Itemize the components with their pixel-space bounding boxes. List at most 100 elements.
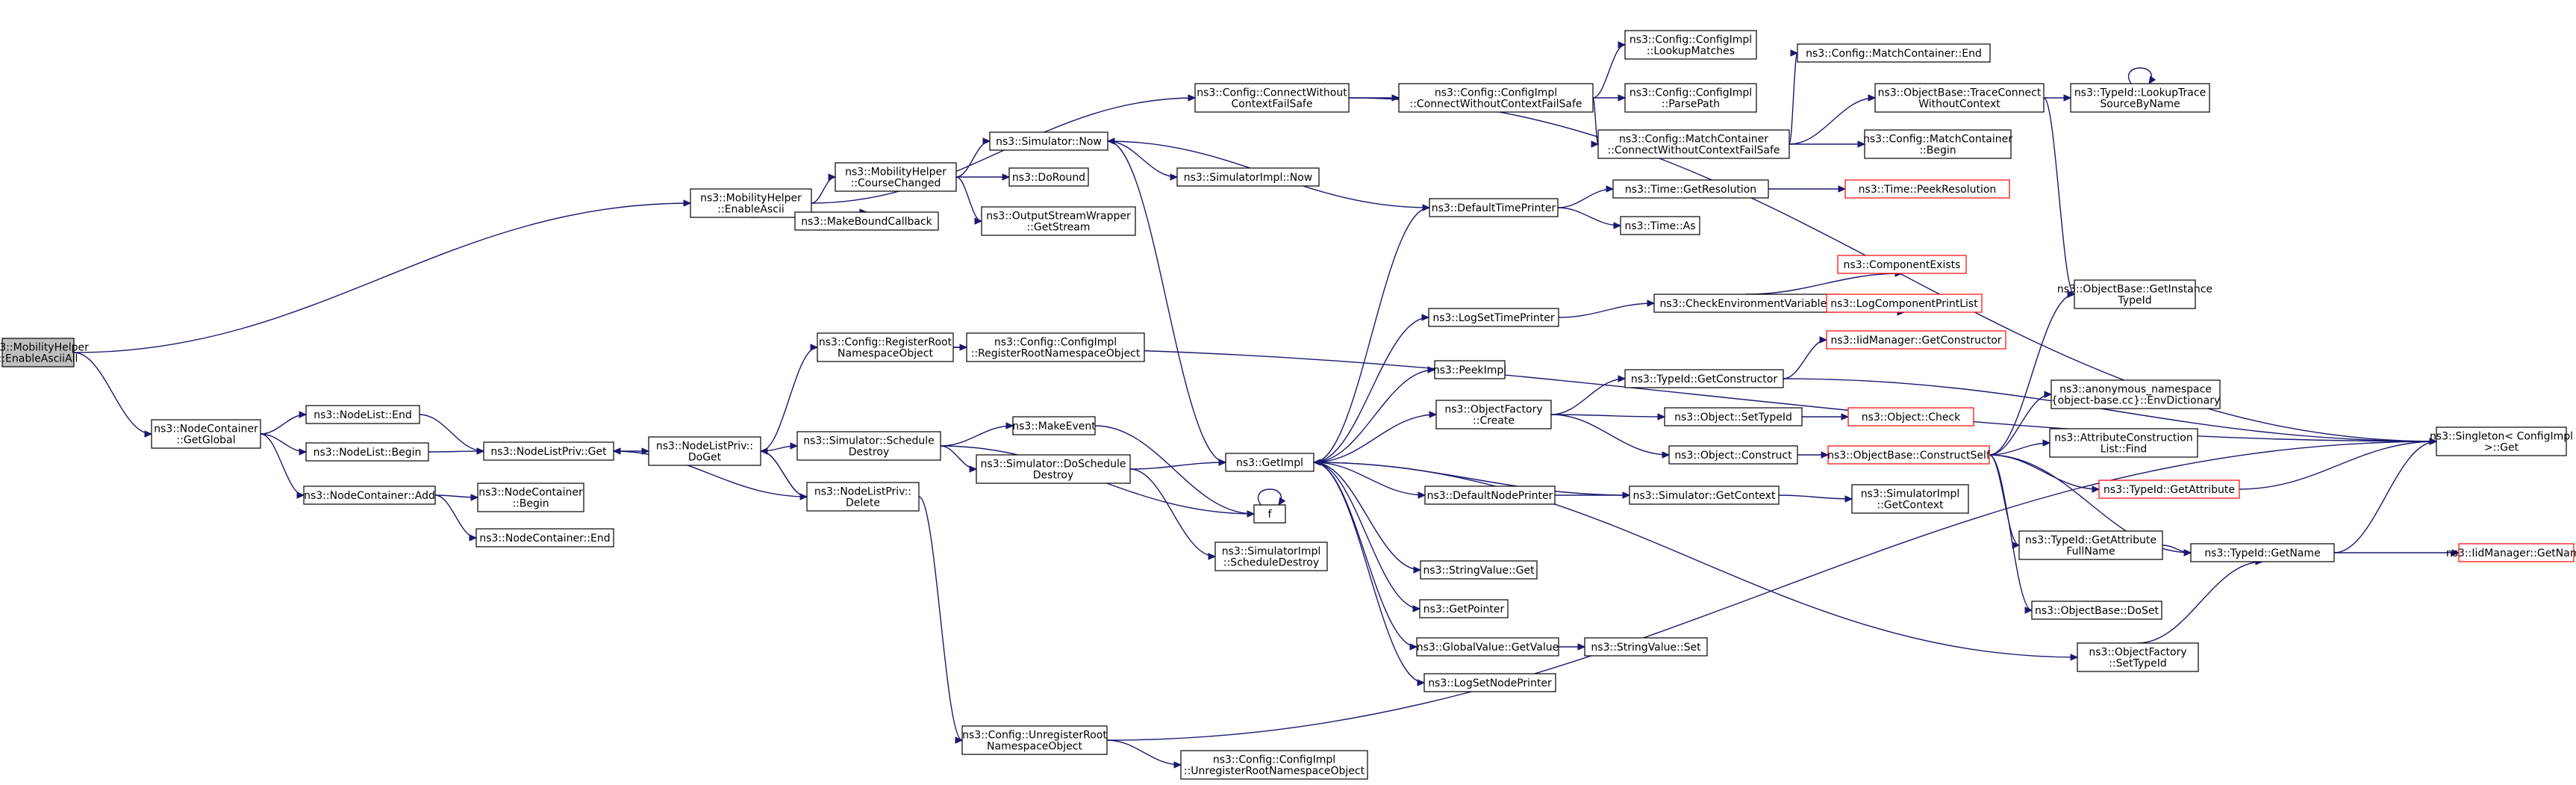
node-cfgimpl-registerroot[interactable]: ns3::Config::ConfigImpl::RegisterRootNam…	[966, 332, 1145, 362]
node-label: ns3::GetImpl	[1236, 457, 1303, 469]
node-label: ns3::Config::ConfigImpl	[1630, 34, 1752, 46]
node-label: ns3::Config::MatchContainer::End	[1806, 48, 1982, 60]
node-label: ::ConnectWithoutContextFailSafe	[1607, 145, 1780, 157]
node-parsepath[interactable]: ns3::Config::ConfigImpl::ParsePath	[1624, 83, 1757, 113]
node-peekimpl[interactable]: ns3::PeekImpl	[1433, 360, 1506, 379]
node-label: ns3::StringValue::Get	[1423, 565, 1535, 577]
node-logsetnodeprinter[interactable]: ns3::LogSetNodePrinter	[1423, 673, 1556, 692]
node-sim-now[interactable]: ns3::Simulator::Now	[989, 131, 1108, 151]
node-ob-tcwc[interactable]: ns3::ObjectBase::TraceConnectWithoutCont…	[1874, 83, 2045, 113]
call-edge	[1789, 140, 1866, 148]
node-simimpl-getcontext[interactable]: ns3::SimulatorImpl::GetContext	[1851, 484, 1969, 514]
node-mc-begin[interactable]: ns3::Config::MatchContainer::Begin	[1863, 129, 2012, 159]
node-defaultnodeprinter[interactable]: ns3::DefaultNodePrinter	[1424, 485, 1556, 505]
node-connect-wcfs[interactable]: ns3::Config::ConnectWithoutContextFailSa…	[1194, 83, 1350, 113]
node-cfgimpl-cwcfs[interactable]: ns3::Config::ConfigImpl::ConnectWithoutC…	[1398, 83, 1594, 113]
call-edge	[1558, 300, 1656, 318]
node-cfgimpl-unregisterroot[interactable]: ns3::Config::ConfigImpl::UnregisterRootN…	[1180, 750, 1368, 780]
node-label: ns3::NodeList::Begin	[314, 447, 422, 459]
node-label: ns3::ObjectBase::DoSet	[2035, 605, 2159, 617]
node-compexists[interactable]: ns3::ComponentExists	[1837, 255, 1967, 274]
call-edge	[260, 433, 308, 456]
node-obj-check[interactable]: ns3::Object::Check	[1847, 407, 1974, 426]
node-stringvalue-set[interactable]: ns3::StringValue::Set	[1584, 637, 1708, 657]
node-simimpl-scheduledestroy[interactable]: ns3::SimulatorImpl::ScheduleDestroy	[1214, 542, 1328, 571]
node-nlpriv-get[interactable]: ns3::NodeListPriv::Get	[483, 441, 614, 461]
node-ob-doset[interactable]: ns3::ObjectBase::DoSet	[2031, 601, 2162, 620]
node-nodelist-end[interactable]: ns3::NodeList::End	[305, 405, 420, 424]
node-nlpriv-delete[interactable]: ns3::NodeListPriv::Delete	[806, 482, 920, 512]
node-nc-getglobal[interactable]: ns3::NodeContainer::GetGlobal	[151, 419, 261, 449]
node-label: ns3::Simulator::GetContext	[1632, 490, 1776, 502]
node-typeid-getname[interactable]: ns3::TypeId::GetName	[2190, 543, 2335, 562]
node-objfactory-create[interactable]: ns3::ObjectFactory::Create	[1435, 400, 1552, 429]
node-cfg-registerroot[interactable]: ns3::Config::RegisterRootNamespaceObject	[817, 332, 954, 362]
node-lookupmatches[interactable]: ns3::Config::ConfigImpl::LookupMatches	[1624, 30, 1757, 60]
node-label: ::Begin	[1919, 145, 1956, 157]
node-obj-construct[interactable]: ns3::Object::Construct	[1668, 445, 1798, 465]
node-makeboundcb[interactable]: ns3::MakeBoundCallback	[794, 211, 939, 231]
node-doround[interactable]: ns3::DoRound	[1008, 167, 1089, 187]
node-getimpl[interactable]: ns3::GetImpl	[1225, 453, 1314, 472]
call-edge	[612, 447, 808, 497]
node-singleton-get[interactable]: ns3::Singleton< ConfigImpl>::Get	[2430, 426, 2573, 456]
node-sim-getcontext[interactable]: ns3::Simulator::GetContext	[1629, 485, 1780, 505]
node-getpointer[interactable]: ns3::GetPointer	[1419, 599, 1509, 618]
node-f[interactable]: f	[1253, 504, 1286, 524]
node-root[interactable]: ns3::MobilityHelper::EnableAsciiAll	[0, 338, 89, 367]
node-label: ns3::NodeContainer::End	[479, 533, 610, 544]
node-time-peekres[interactable]: ns3::Time::PeekResolution	[1844, 179, 2010, 199]
node-time-getres[interactable]: ns3::Time::GetResolution	[1612, 179, 1769, 199]
node-nc-end[interactable]: ns3::NodeContainer::End	[475, 528, 614, 547]
node-label: FullName	[2066, 546, 2115, 558]
call-edge	[260, 411, 308, 435]
node-typeid-getconstructor[interactable]: ns3::TypeId::GetConstructor	[1624, 369, 1784, 388]
node-nc-begin[interactable]: ns3::NodeContainer::Begin	[477, 483, 584, 512]
node-makeevent[interactable]: ns3::MakeEvent	[1012, 416, 1096, 435]
node-logsettimeprinter[interactable]: ns3::LogSetTimePrinter	[1428, 308, 1559, 327]
node-oswgetstream[interactable]: ns3::OutputStreamWrapper::GetStream	[981, 206, 1136, 236]
node-obj-settypeid[interactable]: ns3::Object::SetTypeId	[1664, 407, 1803, 426]
node-iidm-getconstructor[interactable]: ns3::IidManager::GetConstructor	[1826, 330, 2006, 350]
node-label: ns3::PeekImpl	[1433, 364, 1506, 376]
node-coursechanged[interactable]: ns3::MobilityHelper::CourseChanged	[835, 162, 957, 192]
node-envdict[interactable]: ns3::anonymous_namespace{object-base.cc}…	[2050, 379, 2221, 409]
node-label: ::CourseChanged	[851, 178, 941, 190]
node-cfg-unregisterroot[interactable]: ns3::Config::UnregisterRootNamespaceObje…	[961, 725, 1108, 755]
node-globalvalue-getvalue[interactable]: ns3::GlobalValue::GetValue	[1416, 637, 1559, 657]
call-edge	[2043, 97, 2076, 298]
node-label: ns3::Simulator::Schedule	[803, 435, 935, 447]
node-label: ::Begin	[512, 498, 549, 510]
node-nlpriv-doget[interactable]: ns3::NodeListPriv::DoGet	[648, 436, 761, 466]
node-iidm-getname[interactable]: ns3::IidManager::GetName	[2446, 543, 2576, 562]
call-edge	[1313, 462, 1418, 651]
node-typeid-getattribute[interactable]: ns3::TypeId::GetAttribute	[2098, 480, 2240, 499]
node-label: ::GetContext	[1877, 500, 1944, 512]
node-stringvalue-get[interactable]: ns3::StringValue::Get	[1420, 560, 1538, 580]
call-edge	[428, 447, 485, 455]
node-simimpl-now[interactable]: ns3::SimulatorImpl::Now	[1176, 167, 1320, 187]
node-mc-cwcfs[interactable]: ns3::Config::MatchContainer::ConnectWith…	[1597, 129, 1790, 159]
node-mc-end[interactable]: ns3::Config::MatchContainer::End	[1797, 43, 1991, 63]
node-sim-scheduledestroy[interactable]: ns3::Simulator::ScheduleDestroy	[796, 431, 941, 461]
node-time-as[interactable]: ns3::Time::As	[1620, 216, 1700, 235]
call-edge	[955, 137, 991, 178]
call-edge	[1989, 391, 2053, 456]
node-nc-add[interactable]: ns3::NodeContainer::Add	[303, 485, 436, 505]
node-label: ns3::Config::ConfigImpl	[1213, 754, 1335, 766]
call-edge	[1558, 643, 1586, 651]
node-ob-constructself[interactable]: ns3::ObjectBase::ConstructSelf	[1827, 445, 1991, 465]
node-defaulttimeprinter[interactable]: ns3::DefaultTimePrinter	[1429, 198, 1559, 217]
node-label: ns3::Config::MatchContainer	[1619, 134, 1768, 146]
node-logcompprintlist[interactable]: ns3::LogComponentPrintList	[1826, 294, 1983, 313]
node-nodelist-begin[interactable]: ns3::NodeList::Begin	[305, 442, 429, 462]
node-enableascii[interactable]: ns3::MobilityHelper::EnableAscii	[690, 188, 812, 218]
node-objfactory-settypeid[interactable]: ns3::ObjectFactory::SetTypeId	[2077, 642, 2199, 672]
node-label: ::SetTypeId	[2109, 658, 2167, 670]
node-checkenv[interactable]: ns3::CheckEnvironmentVariables	[1653, 294, 1839, 313]
